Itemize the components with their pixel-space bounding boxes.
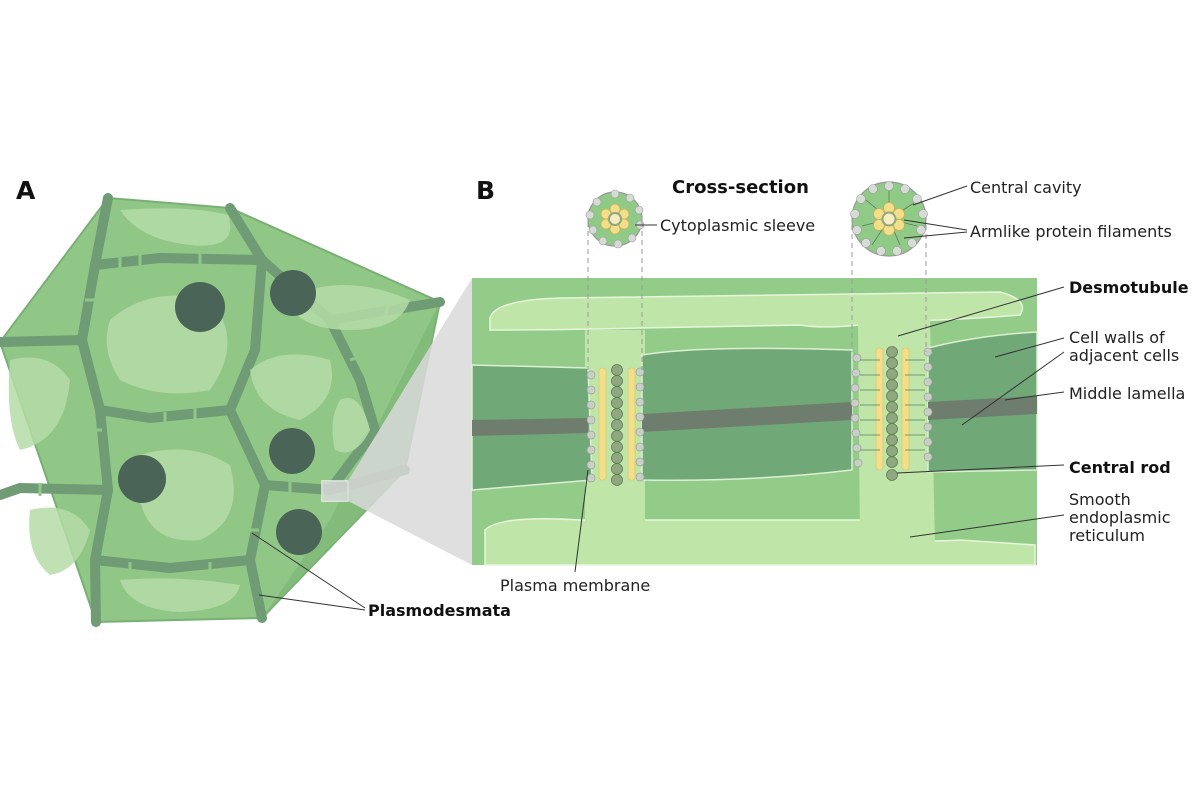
label-middle-lamella: Middle lamella: [1069, 384, 1185, 403]
label-desmotubule: Desmotubule: [1069, 278, 1189, 297]
nucleus: [118, 455, 166, 503]
armlike-filaments: [860, 359, 925, 451]
label-cell-walls-2: adjacent cells: [1069, 346, 1179, 365]
nuclei: [118, 270, 322, 555]
panel-a-illustration: [0, 193, 445, 627]
panel-label-b: B: [476, 176, 495, 205]
label-smooth-er-1: Smooth: [1069, 490, 1131, 509]
label-armlike-filaments: Armlike protein filaments: [970, 222, 1172, 241]
nucleus: [276, 509, 322, 555]
label-smooth-er-3: reticulum: [1069, 526, 1145, 545]
label-cell-walls-1: Cell walls of: [1069, 328, 1165, 347]
nucleus: [270, 270, 316, 316]
cross-section-large: [850, 181, 928, 257]
central-rod-beads: [611, 346, 898, 486]
projection-dashes: [587, 222, 927, 370]
middle-lamella-band: [472, 396, 1037, 436]
leader-lines: [251, 185, 1065, 611]
cross-section-small: [585, 189, 645, 249]
panel-label-a: A: [16, 176, 36, 205]
cross-section-title: Cross-section: [672, 177, 809, 198]
panel-b-illustration: [471, 278, 1038, 566]
label-smooth-er-2: endoplasmic: [1069, 508, 1171, 527]
nucleus: [269, 428, 315, 474]
label-plasmodesmata: Plasmodesmata: [368, 601, 511, 620]
label-central-rod: Central rod: [1069, 458, 1171, 477]
nucleus: [175, 282, 225, 332]
membrane-yellow: [598, 347, 910, 481]
label-plasma-membrane: Plasma membrane: [500, 576, 650, 595]
label-central-cavity: Central cavity: [970, 178, 1082, 197]
label-cytoplasmic-sleeve: Cytoplasmic sleeve: [660, 216, 815, 235]
projection-wedge: [322, 278, 472, 565]
